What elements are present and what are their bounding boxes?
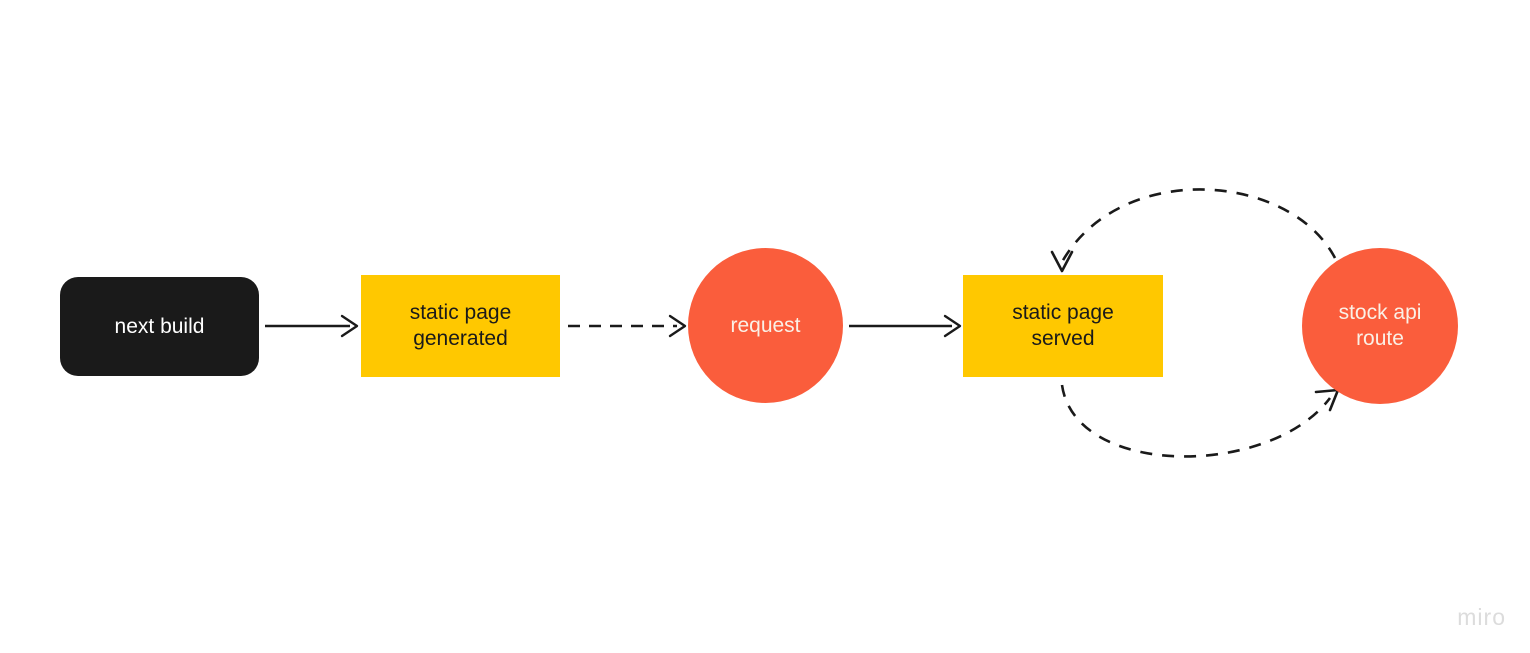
edge-build-to-generated <box>265 314 359 338</box>
node-label: static page served <box>1012 301 1114 350</box>
edge-curve-dashed <box>1060 384 1332 458</box>
node-label: stock api route <box>1338 301 1422 350</box>
node-label: request <box>730 313 801 337</box>
arrowhead-icon <box>1314 388 1340 412</box>
edge-request-to-served <box>849 314 962 338</box>
node-static-page-served[interactable]: static page served <box>963 275 1163 377</box>
node-static-page-generated[interactable]: static page generated <box>361 275 560 377</box>
edge-curve-dashed <box>1060 188 1337 263</box>
arrowhead-icon <box>668 314 687 338</box>
edge-stockapi-to-served <box>1050 188 1337 273</box>
node-label: next build <box>114 314 205 338</box>
edge-served-to-stockapi <box>1060 384 1340 458</box>
node-request[interactable]: request <box>688 248 843 403</box>
node-next-build[interactable]: next build <box>60 277 259 376</box>
arrowhead-icon <box>943 314 962 338</box>
arrowhead-icon <box>1050 250 1074 273</box>
node-label: static page generated <box>409 301 512 350</box>
arrowhead-icon <box>340 314 359 338</box>
node-stock-api-route[interactable]: stock api route <box>1302 248 1458 404</box>
miro-watermark: miro <box>1457 604 1506 630</box>
edge-generated-to-request <box>568 314 687 338</box>
